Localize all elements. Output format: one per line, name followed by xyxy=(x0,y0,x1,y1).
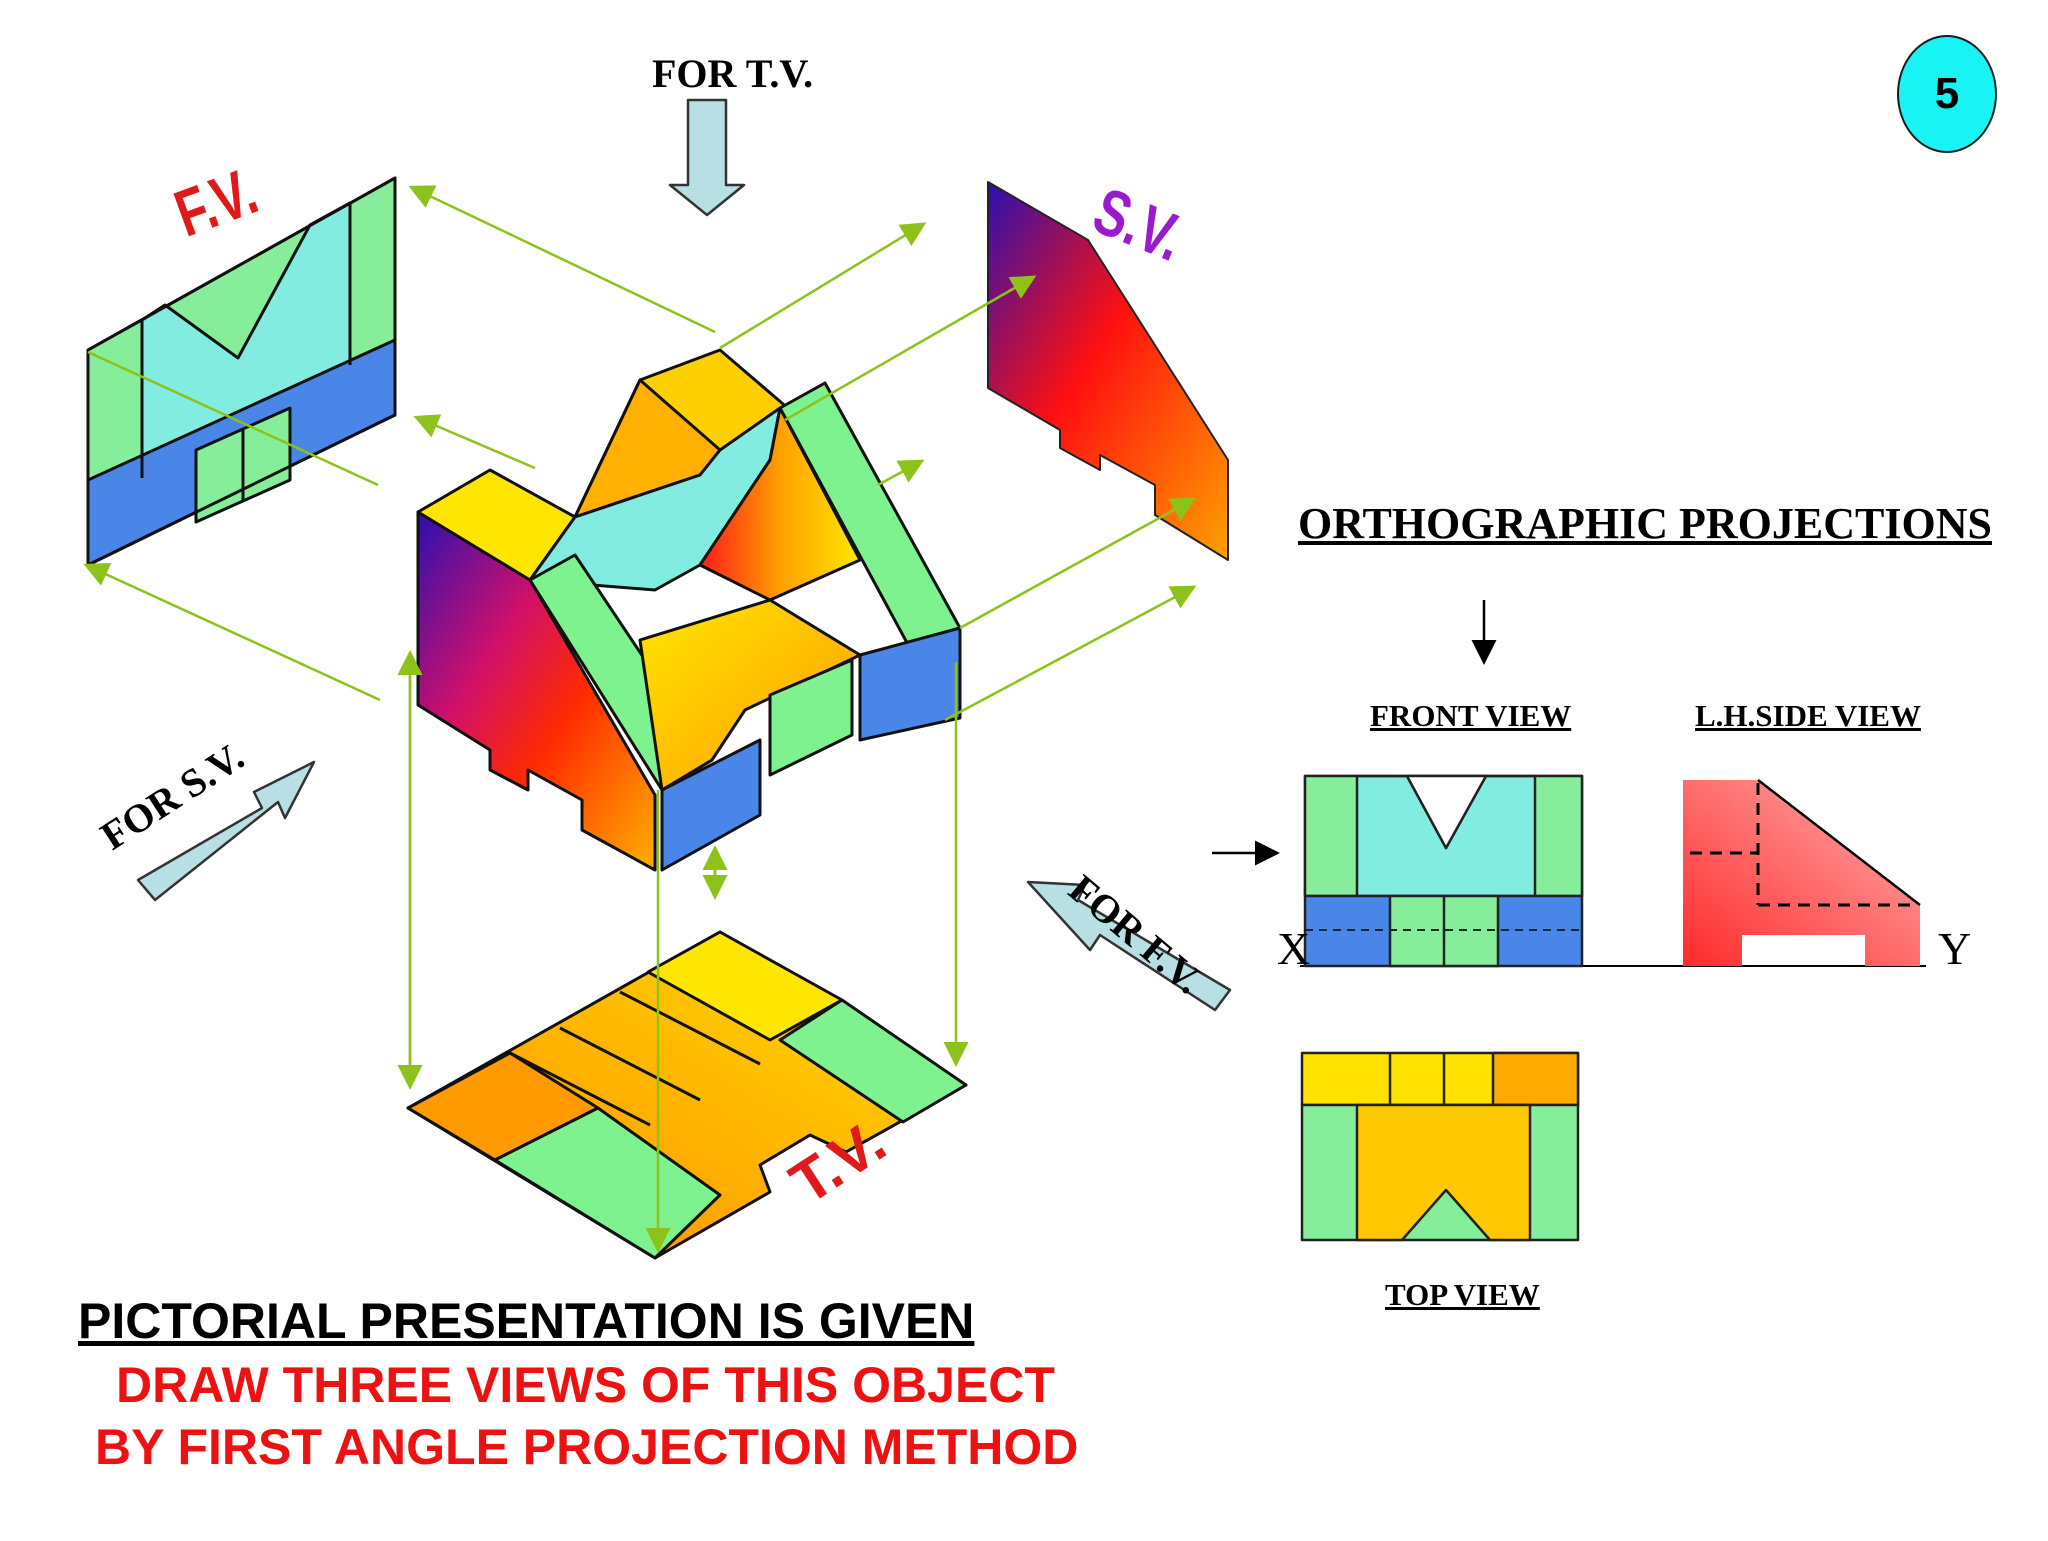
ortho-top-view xyxy=(1300,1051,1580,1242)
projector-arrow xyxy=(959,497,1197,630)
object-front-green-notch xyxy=(768,658,854,777)
projector-lines xyxy=(83,185,1197,1253)
osv-slope-edge xyxy=(1757,779,1921,906)
projector-arrow xyxy=(408,185,716,334)
tv-panel-edge xyxy=(619,990,761,1066)
projector-line xyxy=(87,350,379,487)
sv-direction-arrow xyxy=(136,760,316,902)
for-tv-label: FOR T.V. xyxy=(652,51,814,96)
direction-arrows xyxy=(136,98,1232,1012)
otv-center xyxy=(1355,1103,1532,1242)
x-label: X xyxy=(1277,923,1311,974)
projector-arrow xyxy=(944,585,1197,722)
instruction-line-2: DRAW THREE VIEWS OF THIS OBJECT xyxy=(116,1357,1055,1413)
tv-direction-arrow xyxy=(668,98,746,217)
object-inner-face xyxy=(698,406,862,602)
tv-panel-edge xyxy=(509,1051,651,1127)
object-left-face xyxy=(416,510,657,872)
object-front-blue-right xyxy=(858,626,962,742)
projector-arrow xyxy=(413,414,536,470)
projector-arrow xyxy=(784,275,1037,422)
front-view-panel xyxy=(86,176,397,567)
projector-arrow xyxy=(877,459,925,487)
fv-panel-outline xyxy=(86,176,397,567)
y-label: Y xyxy=(1938,923,1972,974)
instruction-line-1: PICTORIAL PRESENTATION IS GIVEN xyxy=(78,1293,975,1349)
ortho-front-view xyxy=(1303,774,1584,968)
projector-arrow xyxy=(719,222,927,350)
page-number-badge: 5 xyxy=(1897,35,1997,153)
fv-direction-arrow xyxy=(1026,880,1232,1012)
ofv-left-strip xyxy=(1303,774,1359,898)
ortho-side-view xyxy=(1683,779,1921,966)
otv-top-right xyxy=(1491,1051,1580,1107)
tv-panel-green-bottom xyxy=(493,1106,722,1260)
sv-panel-shape xyxy=(987,181,1229,561)
orthographic-heading: ORTHOGRAPHIC PROJECTIONS xyxy=(1298,499,1992,548)
side-view-title: L.H.SIDE VIEW xyxy=(1695,698,1921,733)
object-front-blue-left xyxy=(660,738,762,872)
top-view-title: TOP VIEW xyxy=(1385,1277,1540,1312)
front-view-title: FRONT VIEW xyxy=(1370,698,1572,733)
osv-shape xyxy=(1683,780,1920,966)
top-view-panel xyxy=(406,930,968,1260)
side-view-panel xyxy=(987,181,1229,561)
instruction-line-3: BY FIRST ANGLE PROJECTION METHOD xyxy=(95,1419,1079,1475)
tv-panel-yellow-band xyxy=(646,930,844,1042)
tv-panel-green-right xyxy=(778,998,968,1124)
ofv-right-strip xyxy=(1533,774,1584,898)
ofv-v-notch xyxy=(1405,774,1488,850)
tv-panel-edge xyxy=(559,1026,701,1102)
isometric-object xyxy=(416,348,962,872)
projector-arrow xyxy=(83,562,381,702)
